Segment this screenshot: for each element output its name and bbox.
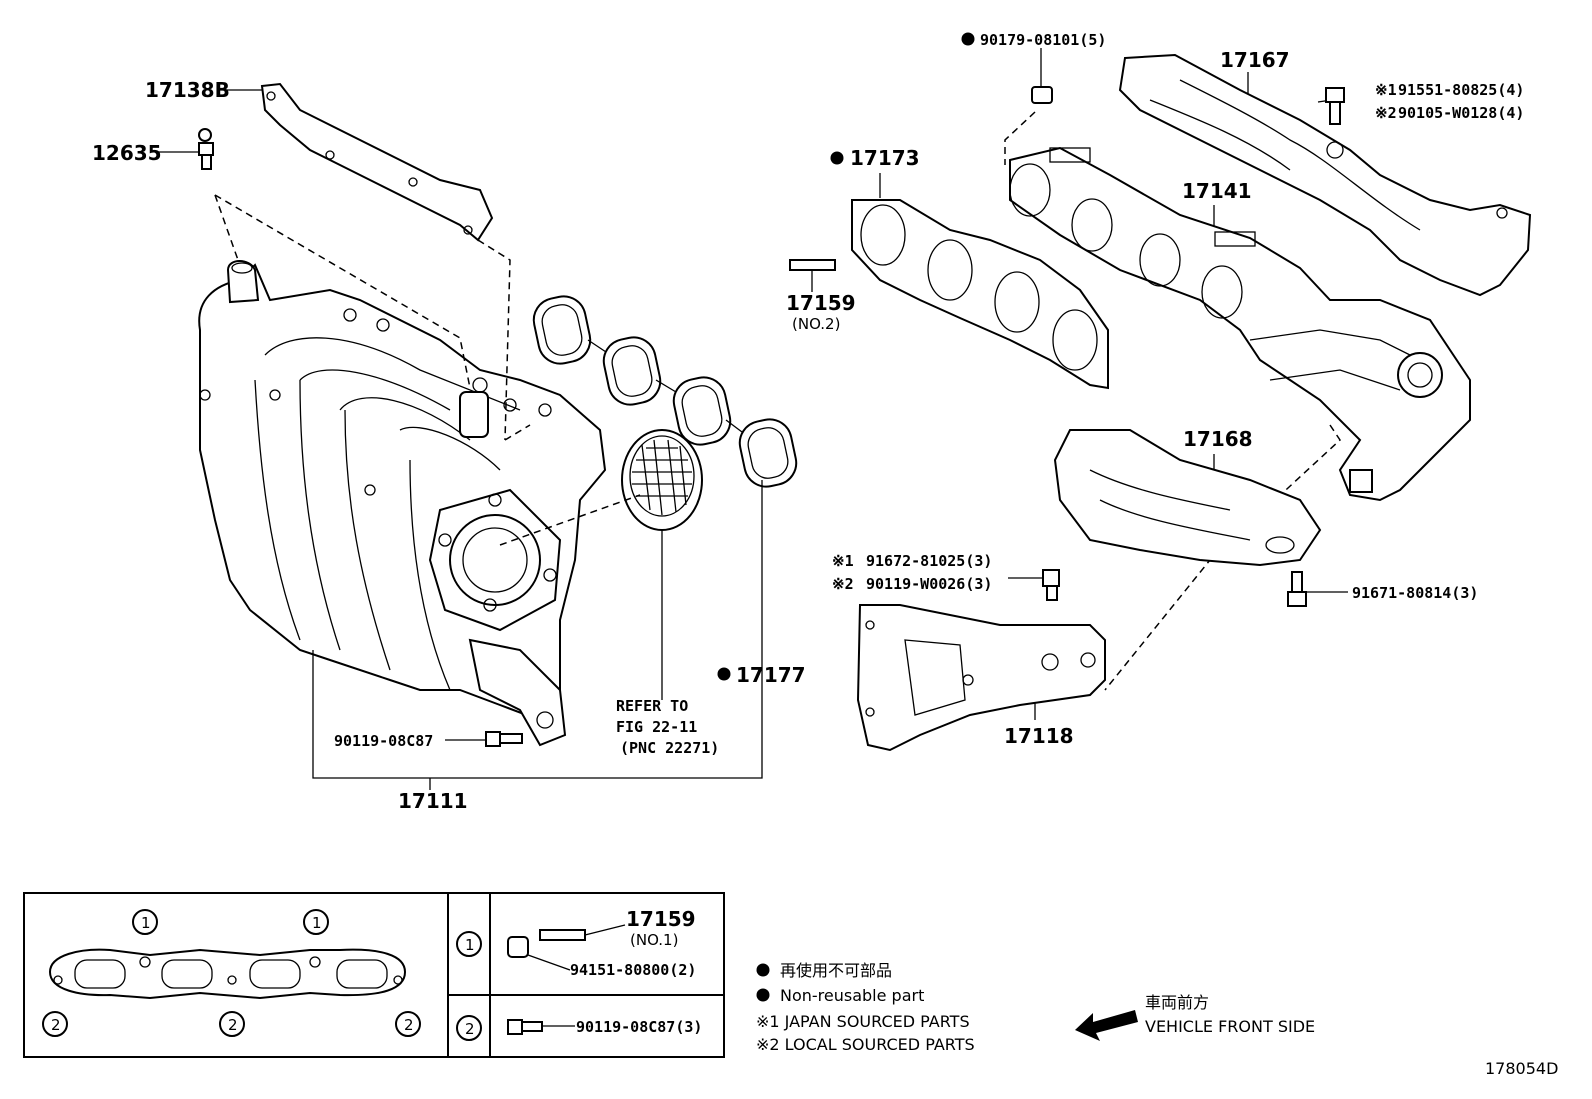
label-17177: 17177 <box>736 663 806 687</box>
heat-insulator-17168 <box>1053 429 1322 567</box>
stud-12635 <box>198 128 214 170</box>
label-17159: 17159 <box>786 291 856 315</box>
inset-gasket <box>48 948 407 1000</box>
legend-japan-sourced: ※1 JAPAN SOURCED PARTS <box>756 1012 970 1031</box>
label-90119-w0026: 90119-W0026(3) <box>866 575 992 593</box>
label-17138b: 17138B <box>145 78 230 102</box>
inset-stud-sub: (NO.1) <box>630 931 678 949</box>
bracket-17118 <box>856 604 1106 752</box>
label-jp-mark-1: ※1 <box>1375 81 1397 99</box>
label-refer-3: (PNC 22271) <box>620 739 719 757</box>
inset-bolt-label: 90119-08C87(3) <box>576 1018 702 1036</box>
exhaust-manifold-17141 <box>1009 146 1471 502</box>
bolt-91671 <box>1287 571 1307 607</box>
intake-gasket-17177 <box>532 295 798 488</box>
nonreusable-dot <box>830 151 844 165</box>
label-17168: 17168 <box>1183 427 1253 451</box>
label-17111: 17111 <box>398 789 468 813</box>
legend: 再使用不可部品 Non-reusable part ※1 JAPAN SOURC… <box>756 961 975 1054</box>
label-91672: 91672-81025(3) <box>866 552 992 570</box>
legend-en-nonreusable: Non-reusable part <box>780 986 924 1005</box>
inset-circle-1c: 1 <box>465 936 475 954</box>
legend-local-sourced: ※2 LOCAL SOURCED PARTS <box>756 1035 975 1054</box>
nonreusable-dot <box>717 667 731 681</box>
legend-jp-nonreusable: 再使用不可部品 <box>780 961 892 980</box>
label-91551: 91551-80825(4) <box>1398 81 1524 99</box>
inset-stud <box>539 929 586 941</box>
inset-bolt <box>507 1019 523 1035</box>
label-90105: 90105-W0128(4) <box>1398 104 1524 122</box>
label-local-mark-4: ※2 <box>832 575 854 593</box>
inset-circle-2b: 2 <box>228 1016 238 1034</box>
label-90179: 90179-08101(5) <box>980 31 1106 49</box>
label-12635: 12635 <box>92 141 162 165</box>
label-91671: 91671-80814(3) <box>1352 584 1478 602</box>
inset-circle-1a: 1 <box>141 914 151 932</box>
inset-circle-2a: 2 <box>51 1016 61 1034</box>
label-refer-2: FIG 22-11 <box>616 718 697 736</box>
stud-17159-no2 <box>789 259 836 271</box>
dashed-leaders <box>214 111 1341 691</box>
inset-circle-2c: 2 <box>404 1016 414 1034</box>
nonreusable-dot <box>961 32 975 46</box>
vehicle-front-arrow: 車両前方 VEHICLE FRONT SIDE <box>1075 993 1315 1041</box>
inset-stud-label: 17159 <box>626 907 696 931</box>
bolt-91551 <box>1325 87 1345 125</box>
nut-90179 <box>1031 86 1053 104</box>
throttle-gasket <box>621 429 703 531</box>
inset-box: 1 1 2 2 2 1 2 17159 (NO.1) 94151-80800(2… <box>23 892 725 1058</box>
inset-nut-label: 94151-80800(2) <box>570 961 696 979</box>
inset-circle-2d: 2 <box>465 1020 475 1038</box>
bolt-91672 <box>1042 569 1060 601</box>
inset-circle-1b: 1 <box>312 914 322 932</box>
label-90119-08c87: 90119-08C87 <box>334 732 433 750</box>
label-local-mark-2: ※2 <box>1375 104 1397 122</box>
exhaust-gasket-17173 <box>851 199 1109 390</box>
label-17167: 17167 <box>1220 48 1290 72</box>
legend-jp-front: 車両前方 <box>1145 993 1209 1012</box>
intake-manifold-17111 <box>198 260 607 747</box>
figure-id: 178054D <box>1485 1059 1558 1078</box>
label-17173: 17173 <box>850 146 920 170</box>
bolt-90119-08c87 <box>485 731 523 747</box>
label-17141: 17141 <box>1182 179 1252 203</box>
label-refer-1: REFER TO <box>616 697 688 715</box>
label-17118: 17118 <box>1004 724 1074 748</box>
legend-en-front: VEHICLE FRONT SIDE <box>1145 1017 1315 1036</box>
label-17159-sub: (NO.2) <box>792 315 840 333</box>
bracket-17138b <box>260 82 494 242</box>
label-jp-mark-3: ※1 <box>832 552 854 570</box>
inset-nut <box>507 936 529 958</box>
heat-insulator-17167 <box>1118 53 1532 297</box>
